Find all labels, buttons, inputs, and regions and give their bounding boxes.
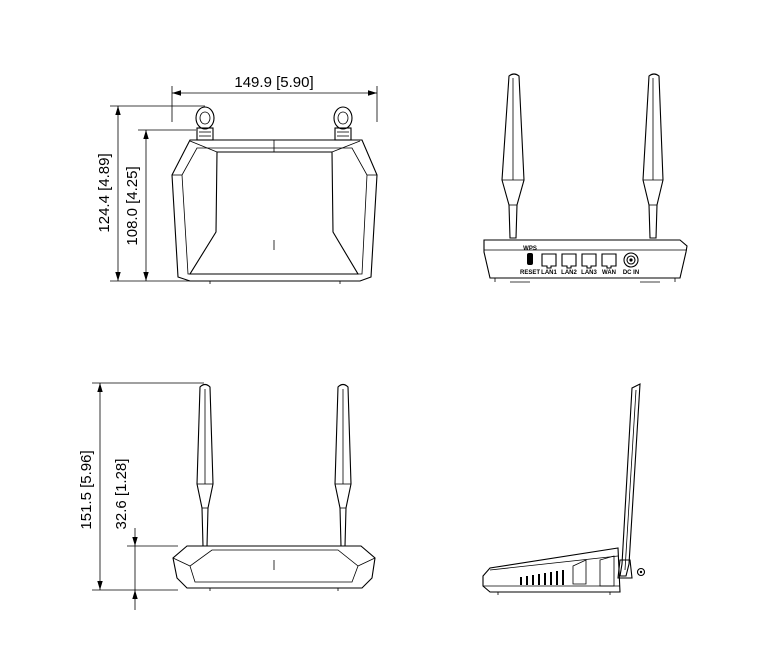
rear-antenna-left bbox=[501, 73, 525, 239]
lan2-port: LAN2 bbox=[561, 253, 577, 276]
top-view: 149.9 [5.90] 124.4 [4.89] 108.0 [4.25] bbox=[96, 74, 378, 284]
dc-in-port: DC IN bbox=[623, 252, 639, 276]
rear-view: WPS RESET LAN1 LAN2 LAN3 WAN DC IN bbox=[483, 73, 688, 283]
wan-label: WAN bbox=[602, 270, 616, 276]
rear-antenna-right bbox=[642, 73, 664, 239]
front-body bbox=[172, 545, 376, 591]
depth-total-label: 124.4 [4.89] bbox=[96, 153, 113, 232]
side-body bbox=[482, 547, 621, 595]
wan-port: WAN bbox=[601, 253, 617, 276]
lan2-label: LAN2 bbox=[561, 270, 577, 276]
front-antenna-left bbox=[196, 383, 214, 547]
lan1-port: LAN1 bbox=[541, 253, 557, 276]
front-antenna-right bbox=[334, 383, 352, 547]
rear-body bbox=[483, 239, 688, 283]
lan3-label: LAN3 bbox=[581, 270, 597, 276]
top-body bbox=[171, 139, 378, 284]
width-dimension: 149.9 [5.90] bbox=[171, 74, 378, 122]
lan1-label: LAN1 bbox=[541, 270, 557, 276]
side-vents bbox=[520, 570, 564, 585]
width-label: 149.9 [5.90] bbox=[234, 74, 313, 91]
wps-label: WPS bbox=[523, 246, 537, 252]
top-antenna-right bbox=[333, 106, 353, 141]
front-view: 151.5 [5.96] 32.6 [1.28] bbox=[78, 382, 376, 610]
reset-label: RESET bbox=[520, 270, 540, 276]
lan3-port: LAN3 bbox=[581, 253, 597, 276]
depth-body-dimension: 108.0 [4.25] bbox=[124, 129, 196, 281]
height-body-label: 32.6 [1.28] bbox=[113, 459, 130, 530]
wps-reset-button: WPS RESET bbox=[520, 246, 540, 276]
height-total-label: 151.5 [5.96] bbox=[78, 450, 95, 529]
depth-body-label: 108.0 [4.25] bbox=[124, 166, 141, 245]
height-body-dimension: 32.6 [1.28] bbox=[113, 459, 178, 610]
side-view bbox=[482, 383, 646, 595]
depth-total-dimension: 124.4 [4.89] bbox=[96, 105, 205, 282]
height-total-dimension: 151.5 [5.96] bbox=[78, 382, 204, 591]
top-antenna-left bbox=[195, 106, 215, 141]
side-antenna bbox=[617, 383, 646, 579]
dc-in-label: DC IN bbox=[623, 270, 639, 276]
